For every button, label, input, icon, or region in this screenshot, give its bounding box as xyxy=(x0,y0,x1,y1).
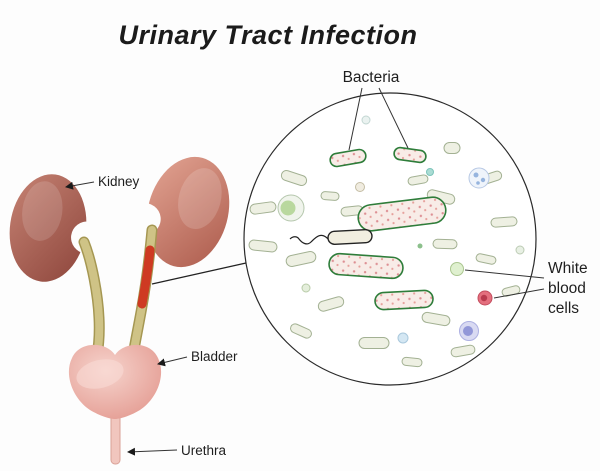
wbc-green-large-nucleus xyxy=(280,200,296,216)
wbc-blue-granule xyxy=(476,181,480,185)
page-title: Urinary Tract Infection xyxy=(118,20,417,50)
bacterium-small xyxy=(407,174,429,186)
flagellated-bacterium xyxy=(289,228,373,246)
left-kidney-body xyxy=(9,174,87,282)
bacterium-small xyxy=(490,216,518,228)
bacterium-small xyxy=(248,239,278,253)
magnifier-connector-line xyxy=(151,262,247,285)
bladder-label: Bladder xyxy=(191,349,238,364)
right-kidney-icon xyxy=(128,156,230,268)
flagellated-bacterium-body xyxy=(327,228,373,246)
bacterium-small xyxy=(401,356,423,368)
right-kidney-body xyxy=(146,156,230,268)
left-kidney-icon xyxy=(9,174,104,282)
wbc-blue xyxy=(468,167,490,189)
kidney-label: Kidney xyxy=(98,174,140,189)
bacterium-small xyxy=(475,253,497,265)
bacterium-small xyxy=(320,191,340,201)
cell-debris xyxy=(361,115,371,125)
wbc-label-line2: blood xyxy=(548,280,586,297)
bacteria-pointer-line-left xyxy=(348,87,363,151)
urinary-tract-illustration xyxy=(9,156,230,465)
ureter-infection-site xyxy=(137,245,155,309)
wbc-pointer-line-lower xyxy=(493,288,545,299)
bacterium-small xyxy=(285,251,317,267)
bacterium-large-mid xyxy=(328,252,404,280)
bacteria-small-group xyxy=(248,142,521,368)
bacterium-large-central xyxy=(357,196,447,232)
right-kidney-highlight xyxy=(178,168,222,230)
wbc-blue-granule xyxy=(480,177,486,183)
microscope-labels: Bacteria White blood cells xyxy=(343,69,588,317)
bacterium-large-lower xyxy=(374,289,434,311)
bacterium-small xyxy=(290,323,312,339)
bacterium-small xyxy=(421,311,451,327)
bacteria-large-group xyxy=(328,146,447,311)
bacteria-label: Bacteria xyxy=(343,69,400,86)
cell-debris xyxy=(301,283,311,293)
cell-debris xyxy=(355,182,365,192)
bacterium-small xyxy=(317,296,345,312)
flagellum-tail xyxy=(289,234,329,245)
wbc-label-line1: White xyxy=(548,260,588,277)
kidney-pointer-line xyxy=(65,181,95,190)
wbc-blue-granule xyxy=(473,172,479,178)
bacterium-small xyxy=(249,201,277,215)
cell-debris xyxy=(515,245,525,255)
cell-debris xyxy=(417,243,423,249)
left-kidney-highlight xyxy=(22,181,63,241)
wbc-pointer-line-upper xyxy=(464,269,545,279)
microscope-circle xyxy=(243,92,537,386)
wbc-purple-nucleus xyxy=(463,326,473,336)
bacterium-labeled-left xyxy=(329,148,367,168)
cell-debris xyxy=(397,332,409,344)
bladder-highlight xyxy=(76,359,124,389)
wbc-label-line3: cells xyxy=(548,300,579,317)
left-ureter xyxy=(80,238,104,360)
bacterium-small xyxy=(280,170,308,186)
bacterium-small xyxy=(443,142,461,154)
bacteria-pointer-line-right xyxy=(378,87,409,149)
urethra-label: Urethra xyxy=(181,443,227,458)
bacterium-labeled-right xyxy=(393,146,427,164)
bacterium-small xyxy=(432,238,458,250)
cell-debris xyxy=(426,168,434,176)
bacterium-small xyxy=(358,337,390,349)
wbc-pink-nucleus xyxy=(480,294,488,302)
white-blood-cells-group xyxy=(277,115,525,344)
anatomy-labels: Kidney Bladder Urethra xyxy=(65,174,238,458)
urethra-pointer-line xyxy=(127,447,178,456)
bladder-pointer-line xyxy=(157,356,188,367)
bacterium-small xyxy=(450,344,476,358)
wbc-green-small xyxy=(450,262,464,276)
